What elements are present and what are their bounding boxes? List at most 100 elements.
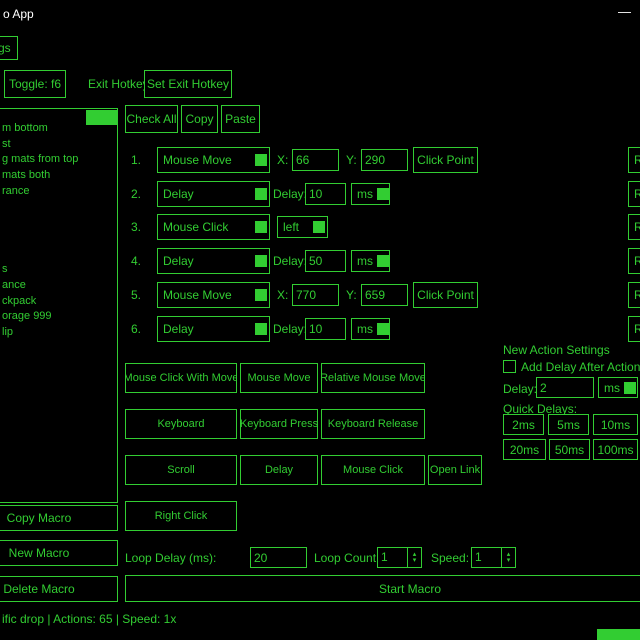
action-type-dropdown[interactable]: Delay [157, 181, 270, 207]
settings-delay-unit-dropdown[interactable]: ms [598, 377, 638, 398]
keyboard-button[interactable]: Keyboard [125, 409, 237, 439]
start-macro-button[interactable]: Start Macro [125, 575, 640, 602]
stepper-arrows[interactable]: ▴ ▾ [501, 548, 515, 567]
open-link-button[interactable]: Open Link [428, 455, 482, 485]
action-row: 4. Delay Delay: ms R [0, 248, 640, 274]
tab-settings[interactable]: ngs [0, 36, 18, 60]
action-type-dropdown[interactable]: Delay [157, 248, 270, 274]
settings-delay-input[interactable] [536, 377, 594, 398]
keyboard-release-button[interactable]: Keyboard Release [321, 409, 425, 439]
action-number: 1. [131, 154, 141, 167]
delay-unit-dropdown[interactable]: ms [351, 318, 390, 340]
relative-mouse-move-button[interactable]: Relative Mouse Move [321, 363, 425, 393]
x-label: X: [277, 154, 288, 167]
delay-button[interactable]: Delay [240, 455, 318, 485]
new-macro-button[interactable]: New Macro [0, 540, 118, 566]
delay-unit-value: ms [357, 254, 373, 268]
mouse-move-button[interactable]: Mouse Move [240, 363, 318, 393]
action-row: 1. Mouse Move X: Y: Click Point R [0, 147, 640, 173]
corner-accent [597, 629, 640, 640]
action-type-dropdown[interactable]: Mouse Move [157, 282, 270, 308]
action-number: 4. [131, 255, 141, 268]
settings-delay-unit-value: ms [604, 381, 620, 395]
dropdown-indicator-icon [255, 188, 267, 200]
remove-action-button[interactable]: R [628, 248, 640, 274]
dropdown-indicator-icon [377, 323, 389, 335]
delay-input[interactable] [305, 183, 346, 205]
delay-label: Delay: [273, 323, 307, 336]
settings-delay-label: Delay: [503, 383, 537, 396]
remove-action-button[interactable]: R [628, 214, 640, 240]
x-label: X: [277, 289, 288, 302]
dropdown-indicator-icon [313, 221, 325, 233]
remove-action-button[interactable]: R [628, 147, 640, 173]
delay-label: Delay: [273, 188, 307, 201]
delete-macro-button[interactable]: Delete Macro [0, 576, 118, 602]
x-input[interactable] [292, 149, 339, 171]
mouse-click-button[interactable]: Mouse Click [321, 455, 425, 485]
dropdown-indicator-icon [255, 221, 267, 233]
action-type-value: Mouse Move [163, 153, 232, 167]
window-title: o App [3, 7, 34, 21]
quick-delay-5ms-button[interactable]: 5ms [548, 414, 589, 435]
remove-action-button[interactable]: R [628, 282, 640, 308]
delay-unit-dropdown[interactable]: ms [351, 183, 390, 205]
add-delay-checkbox-label: Add Delay After Action [521, 361, 640, 374]
mouse-button-value: left [283, 220, 299, 234]
action-row: 3. Mouse Click left R [0, 214, 640, 240]
loop-delay-input[interactable] [250, 547, 307, 568]
quick-delay-50ms-button[interactable]: 50ms [549, 439, 590, 460]
stepper-down-icon[interactable]: ▾ [413, 558, 417, 564]
x-input[interactable] [292, 284, 339, 306]
dropdown-indicator-icon [377, 255, 389, 267]
toggle-hotkey-button[interactable]: Toggle: f6 [4, 70, 66, 98]
remove-action-button[interactable]: R [628, 316, 640, 342]
dropdown-indicator-icon [255, 323, 267, 335]
copy-macro-button[interactable]: Copy Macro [0, 505, 118, 531]
action-row: 5. Mouse Move X: Y: Click Point R [0, 282, 640, 308]
mouse-button-dropdown[interactable]: left [277, 216, 328, 238]
check-all-button[interactable]: Check All [125, 105, 178, 133]
y-input[interactable] [361, 284, 408, 306]
macro-list-item[interactable]: m bottom [2, 122, 48, 134]
delay-input[interactable] [305, 250, 346, 272]
y-label: Y: [346, 289, 357, 302]
keyboard-press-button[interactable]: Keyboard Press [240, 409, 318, 439]
set-exit-hotkey-button[interactable]: Set Exit Hotkey [144, 70, 232, 98]
mouse-click-with-move-button[interactable]: Mouse Click With Move [125, 363, 237, 393]
delay-unit-value: ms [357, 187, 373, 201]
quick-delay-10ms-button[interactable]: 10ms [593, 414, 638, 435]
action-type-dropdown[interactable]: Mouse Click [157, 214, 270, 240]
loop-count-value: 1 [378, 548, 407, 567]
action-type-value: Mouse Click [163, 220, 228, 234]
y-input[interactable] [361, 149, 408, 171]
stepper-arrows[interactable]: ▴ ▾ [407, 548, 421, 567]
stepper-down-icon[interactable]: ▾ [507, 558, 511, 564]
quick-delay-2ms-button[interactable]: 2ms [503, 414, 544, 435]
action-type-dropdown[interactable]: Mouse Move [157, 147, 270, 173]
copy-button[interactable]: Copy [181, 105, 218, 133]
delay-unit-dropdown[interactable]: ms [351, 250, 390, 272]
action-number: 3. [131, 221, 141, 234]
click-point-button[interactable]: Click Point [413, 147, 478, 173]
quick-delay-20ms-button[interactable]: 20ms [503, 439, 546, 460]
scroll-button[interactable]: Scroll [125, 455, 237, 485]
delay-input[interactable] [305, 318, 346, 340]
quick-delay-100ms-button[interactable]: 100ms [593, 439, 638, 460]
dropdown-indicator-icon [255, 255, 267, 267]
list-scroll-button[interactable] [86, 110, 118, 125]
right-click-button[interactable]: Right Click [125, 501, 237, 531]
dropdown-indicator-icon [255, 154, 267, 166]
click-point-button[interactable]: Click Point [413, 282, 478, 308]
paste-button[interactable]: Paste [221, 105, 260, 133]
action-row: 6. Delay Delay: ms R [0, 316, 640, 342]
remove-action-button[interactable]: R [628, 181, 640, 207]
dropdown-indicator-icon [624, 382, 636, 394]
minimize-icon[interactable]: — [618, 4, 631, 19]
action-type-dropdown[interactable]: Delay [157, 316, 270, 342]
exit-hotkey-label: Exit Hotkey: [88, 78, 152, 91]
add-delay-checkbox[interactable] [503, 360, 516, 373]
new-action-settings-title: New Action Settings [503, 344, 610, 357]
speed-stepper[interactable]: 1 ▴ ▾ [471, 547, 516, 568]
loop-count-stepper[interactable]: 1 ▴ ▾ [377, 547, 422, 568]
